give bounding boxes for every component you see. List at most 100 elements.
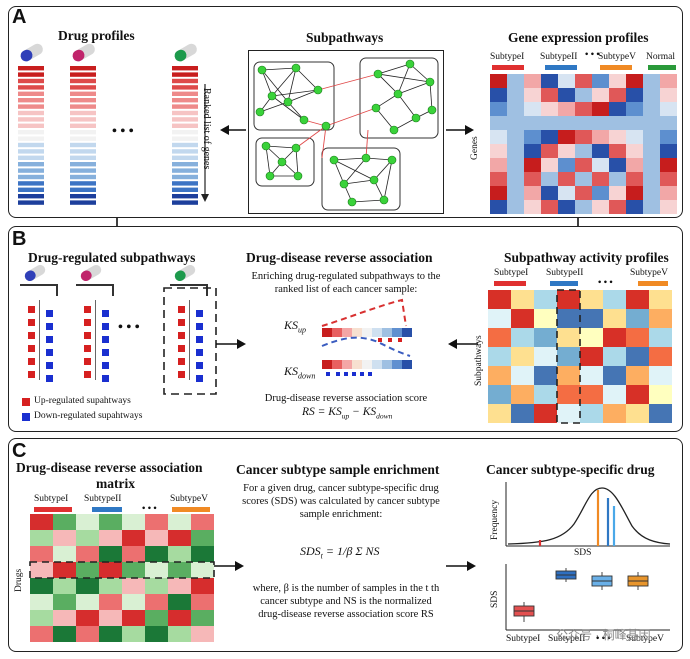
subtype-label: SubtypeI	[494, 268, 529, 278]
down-regulated-box	[102, 349, 109, 356]
pill-icon	[20, 43, 43, 62]
heatmap-cell	[649, 347, 672, 366]
heatmap-cell	[649, 385, 672, 404]
ks-stripe	[402, 360, 412, 369]
heatmap-cell	[609, 172, 626, 186]
heatmap-cell	[511, 366, 534, 385]
ks-stripe	[332, 328, 342, 337]
ks-up-text: KS	[284, 318, 299, 332]
heatmap-cell	[626, 290, 649, 309]
heatmap-cell	[557, 385, 580, 404]
gene-bar	[172, 130, 198, 135]
gene-bar	[70, 149, 96, 154]
ks-up-label: KSup	[284, 318, 306, 334]
gene-expression-title: Gene expression profiles	[508, 30, 649, 45]
drug-regulated-graphic	[20, 265, 217, 395]
heatmap-cell	[643, 130, 660, 144]
heatmap-cell	[534, 328, 557, 347]
gene-bar	[172, 136, 198, 141]
gene-bar	[18, 187, 44, 192]
matrix-cell	[122, 546, 145, 562]
heatmap-cell	[524, 158, 541, 172]
sds-axis-label: SDS	[574, 548, 592, 558]
gene-bar	[18, 130, 44, 135]
matrix-cell	[99, 514, 122, 530]
pill-icon	[80, 270, 92, 281]
ks-stripe	[362, 328, 372, 337]
heatmap-cell	[575, 186, 592, 200]
heatmap-cell	[626, 144, 643, 158]
selected-sample-frame	[556, 289, 581, 424]
heatmap-cell	[592, 200, 609, 214]
matrix-title-2: matrix	[96, 476, 135, 491]
heatmap-cell	[626, 309, 649, 328]
gene-bar	[70, 194, 96, 199]
ks-enrichment-plots	[321, 298, 412, 376]
legend-down-swatch	[22, 413, 30, 421]
heatmap-cell	[575, 130, 592, 144]
gene-bar	[18, 136, 44, 141]
heatmap-cell	[558, 158, 575, 172]
down-regulated-box	[46, 310, 53, 317]
matrix-cell	[191, 514, 214, 530]
ks-stripe	[372, 328, 382, 337]
heatmap-cell	[580, 347, 603, 366]
gene-bar	[172, 66, 198, 71]
heatmap-cell	[511, 309, 534, 328]
divider-line	[95, 300, 96, 380]
heatmap-cell	[603, 347, 626, 366]
ks-stripe	[382, 360, 392, 369]
heatmap-cell	[643, 158, 660, 172]
heatmap-cell	[557, 404, 580, 423]
heatmap-cell	[609, 74, 626, 88]
gene-bar	[18, 91, 44, 96]
up-regulated-box	[178, 345, 185, 352]
down-regulated-box	[102, 310, 109, 317]
activity-profiles-title: Subpathway activity profiles	[504, 250, 669, 265]
down-regulated-box	[46, 349, 53, 356]
heatmap-cell	[490, 172, 507, 186]
heatmap-cell	[490, 200, 507, 214]
heatmap-cell	[643, 74, 660, 88]
heatmap-cell	[488, 385, 511, 404]
up-regulated-box	[28, 358, 35, 365]
gene-bar	[18, 123, 44, 128]
gene-bar	[70, 136, 96, 141]
heatmap-cell	[649, 404, 672, 423]
heatmap-cell	[603, 366, 626, 385]
matrix-cell	[122, 562, 145, 578]
heatmap-cell	[488, 309, 511, 328]
subtype-bar	[545, 65, 577, 70]
subtype-bar	[638, 281, 668, 286]
up-regulated-box	[28, 306, 35, 313]
rs-formula: RS = KSup − KSdown	[302, 406, 392, 420]
heatmap-cell	[541, 102, 558, 116]
matrix-cell	[53, 578, 76, 594]
heatmap-cell	[575, 144, 592, 158]
heatmap-cell	[524, 88, 541, 102]
heatmap-cell	[626, 347, 649, 366]
matrix-cell	[76, 578, 99, 594]
matrix-cell	[191, 530, 214, 546]
matrix-cell	[30, 546, 53, 562]
matrix-cell	[145, 610, 168, 626]
heatmap-cell	[643, 172, 660, 186]
drug-ellipsis: • • •	[118, 320, 140, 335]
heatmap-cell	[660, 172, 677, 186]
heatmap-cell	[592, 158, 609, 172]
gene-bar	[18, 181, 44, 186]
specific-drug-title: Cancer subtype-specific drug	[486, 462, 655, 477]
matrix-title: Drug-disease reverse association	[16, 460, 203, 475]
matrix-cell	[53, 626, 76, 642]
heatmap-cell	[575, 158, 592, 172]
heatmap-cell	[524, 144, 541, 158]
matrix-cell	[168, 578, 191, 594]
gene-bar	[70, 187, 96, 192]
bracket-line	[206, 284, 208, 296]
drug-regulated-title: Drug-regulated subpathways	[28, 250, 196, 265]
heatmap-cell	[534, 404, 557, 423]
subpathways-title: Subpathways	[306, 30, 384, 45]
matrix-cell	[168, 530, 191, 546]
up-regulated-box	[84, 358, 91, 365]
heatmap-cell	[603, 309, 626, 328]
